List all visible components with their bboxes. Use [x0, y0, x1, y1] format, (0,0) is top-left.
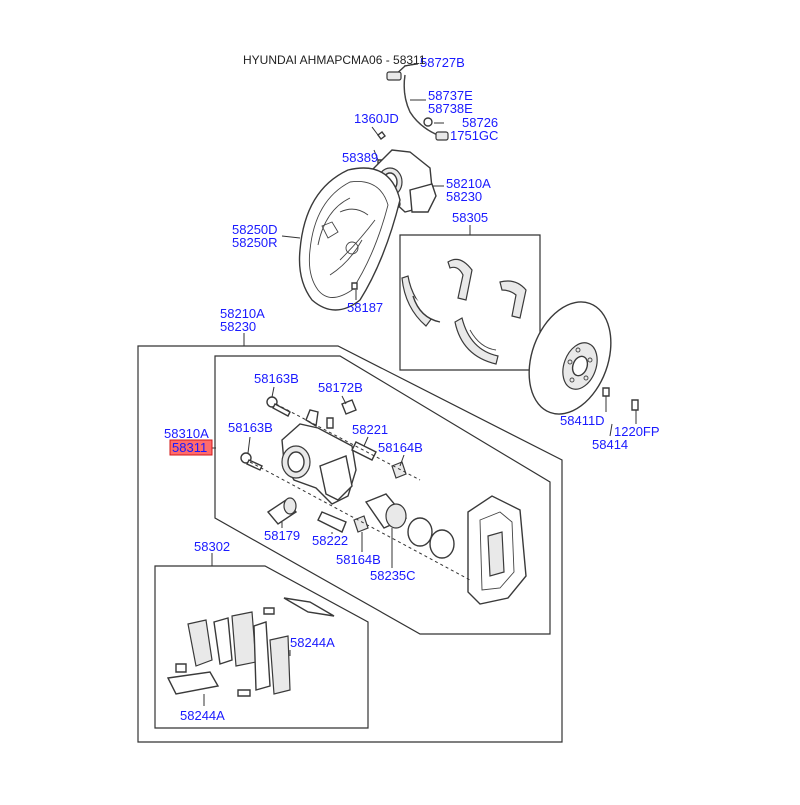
part-labels: 58727B 58737E 58738E 1360JD 58726 1751GC…: [164, 55, 660, 723]
label-58210A-mid[interactable]: 58210A: [220, 306, 265, 321]
piston: [364, 493, 408, 529]
label-58222[interactable]: 58222: [312, 533, 348, 548]
label-58727B[interactable]: 58727B: [420, 55, 465, 70]
label-58244A-a[interactable]: 58244A: [290, 635, 335, 650]
caliper-carrier: [467, 495, 527, 605]
brake-disc: [528, 301, 639, 415]
label-58311-highlighted[interactable]: 58311: [172, 440, 207, 455]
label-58244A-b[interactable]: 58244A: [180, 708, 225, 723]
label-58230-mid[interactable]: 58230: [220, 319, 256, 334]
label-58414[interactable]: 58414: [592, 437, 628, 452]
backing-plate: [298, 167, 401, 311]
pad-frame: [154, 565, 369, 729]
caliper-housing: [281, 409, 357, 505]
label-58163B-a[interactable]: 58163B: [254, 371, 299, 386]
label-58389[interactable]: 58389: [342, 150, 378, 165]
piston-seals: [407, 517, 455, 559]
label-58164B-b[interactable]: 58164B: [336, 552, 381, 567]
guide-bolt-upper: [266, 396, 291, 417]
label-58221[interactable]: 58221: [352, 422, 388, 437]
guide-pin-lower: [317, 511, 369, 533]
label-58302[interactable]: 58302: [194, 539, 230, 554]
label-58172B[interactable]: 58172B: [318, 380, 363, 395]
brake-hose: [386, 63, 449, 141]
leader-lines: [203, 63, 637, 706]
guide-pin-upper: [351, 441, 407, 479]
parking-shoe-group: [399, 234, 541, 371]
label-58179[interactable]: 58179: [264, 528, 300, 543]
label-1360JD[interactable]: 1360JD: [354, 111, 399, 126]
highlight-box: [169, 439, 213, 456]
sleeve: [266, 497, 298, 525]
label-58164B-a[interactable]: 58164B: [378, 440, 423, 455]
label-58250R[interactable]: 58250R: [232, 235, 278, 250]
label-58230-top[interactable]: 58230: [446, 189, 482, 204]
label-58310A[interactable]: 58310A: [164, 426, 209, 441]
label-1751GC[interactable]: 1751GC: [450, 128, 498, 143]
label-58411D[interactable]: 58411D: [560, 413, 605, 428]
diagram-title: HYUNDAI AHMAPCMA06 - 58311: [243, 53, 426, 67]
outer-frame: [137, 345, 563, 743]
label-58250D[interactable]: 58250D: [232, 222, 278, 237]
label-58163B-b[interactable]: 58163B: [228, 420, 273, 435]
caliper-frame: [214, 355, 551, 635]
brake-pads: [166, 597, 335, 697]
label-58305[interactable]: 58305: [452, 210, 488, 225]
label-58210A-top[interactable]: 58210A: [446, 176, 491, 191]
label-58738E[interactable]: 58738E: [428, 101, 473, 116]
label-58737E[interactable]: 58737E: [428, 88, 473, 103]
guide-bolt-lower: [240, 452, 263, 471]
label-58187[interactable]: 58187: [347, 300, 383, 315]
label-58235C[interactable]: 58235C: [370, 568, 416, 583]
label-1220FP[interactable]: 1220FP: [614, 424, 660, 439]
label-58726[interactable]: 58726: [462, 115, 498, 130]
